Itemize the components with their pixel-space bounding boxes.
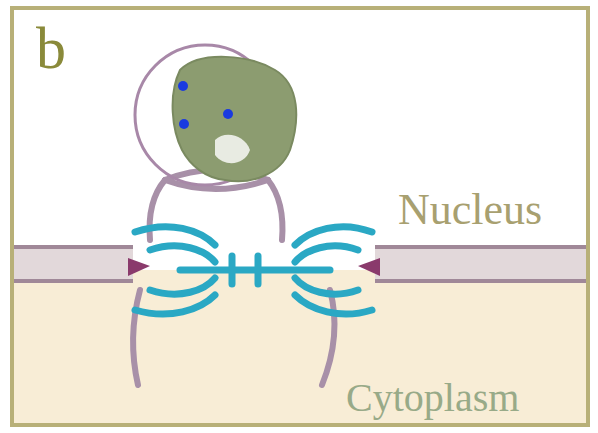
nuclear-envelope-right: [375, 245, 587, 283]
pore-complex: [135, 227, 372, 314]
nls-dot: [223, 109, 233, 119]
anchor-triangle: [358, 258, 380, 276]
cargo-highlight: [215, 135, 250, 163]
region-label: Nucleus: [398, 188, 542, 232]
nls-dot: [178, 81, 188, 91]
anchor-triangle: [128, 258, 150, 276]
membrane-lines: [13, 247, 587, 281]
panel-letter: b: [36, 18, 66, 78]
panel-frame: [12, 8, 588, 425]
basket-filaments: [133, 170, 335, 385]
nls-dot: [179, 119, 189, 129]
cytoplasm-region: [13, 270, 587, 424]
cargo-protein: [173, 57, 297, 181]
region-label: Cytoplasm: [346, 378, 519, 418]
nuclear-envelope-left: [13, 245, 133, 283]
